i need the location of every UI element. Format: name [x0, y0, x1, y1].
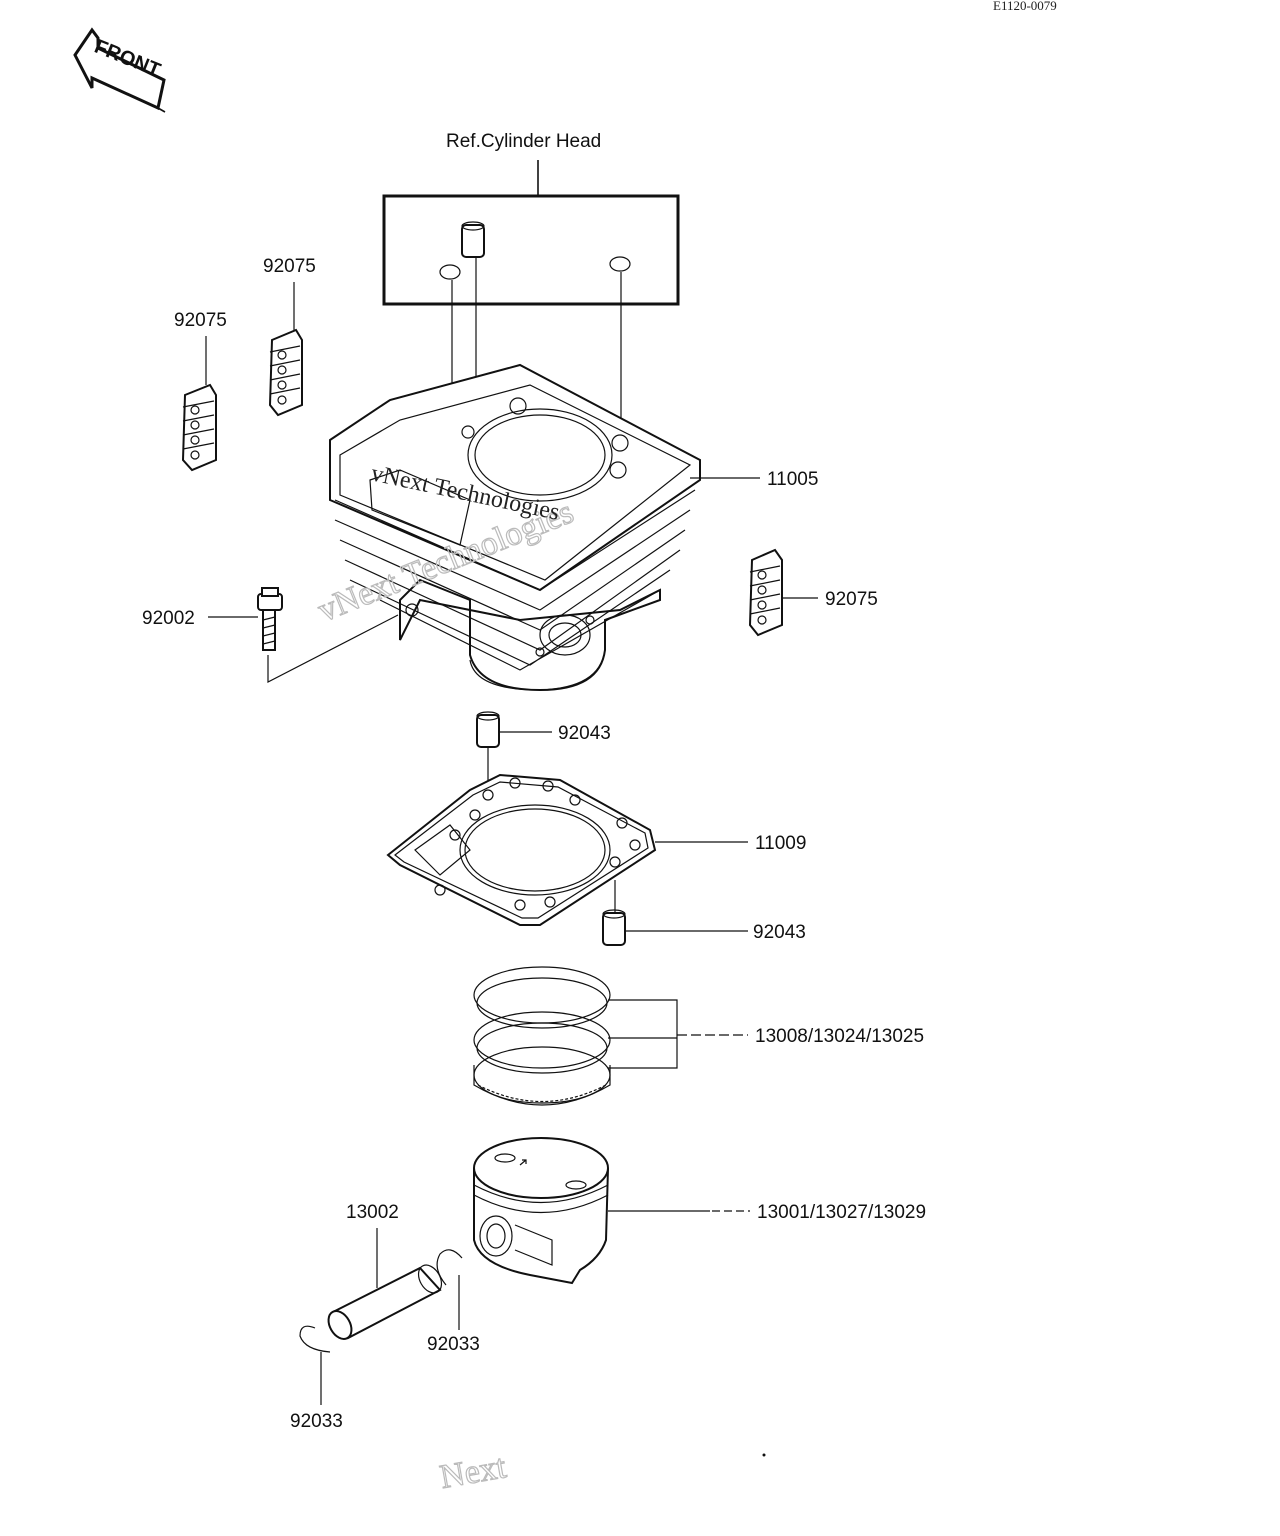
watermark-bottom: Next: [437, 1448, 509, 1496]
front-arrow-icon: FRONT: [73, 27, 166, 113]
speck: [762, 1453, 766, 1457]
label-circlip-left: 92033: [290, 1411, 343, 1432]
label-circlip-right: 92033: [427, 1334, 480, 1355]
label-damper-upper-left: 92075: [263, 256, 316, 277]
leader-ring-bracket: [608, 999, 678, 1069]
flange-bolt: [257, 587, 283, 651]
dowel-pin-upper: [476, 711, 500, 748]
label-piston: 13001/13027/13029: [757, 1202, 926, 1223]
head-dowel: [461, 221, 485, 258]
piston-ring-set: [473, 966, 611, 1106]
drawing-code: E1120-0079: [993, 0, 1057, 13]
cylinder-head-reference-box: [382, 194, 680, 306]
circlip-left: [299, 1325, 331, 1353]
damper-block-upper-left: [268, 328, 303, 417]
cylinder-block: [329, 363, 701, 692]
damper-block-left: [181, 383, 217, 472]
damper-block-right: [748, 548, 783, 637]
piston-pin: [327, 1264, 443, 1340]
piston: [473, 1137, 609, 1285]
head-o-ring-right: [609, 256, 631, 272]
label-dowel-upper: 92043: [558, 723, 611, 744]
dowel-pin-lower: [602, 909, 626, 946]
reference-label: Ref.Cylinder Head: [446, 131, 601, 152]
label-ring-set: 13008/13024/13025: [755, 1026, 924, 1047]
head-o-ring-left: [439, 264, 461, 280]
base-gasket: [386, 773, 657, 926]
label-piston-pin: 13002: [346, 1202, 399, 1223]
circlip-right: [436, 1249, 463, 1286]
label-cylinder: 11005: [767, 469, 818, 490]
label-gasket: 11009: [755, 833, 806, 854]
label-bolt: 92002: [142, 608, 195, 629]
label-damper-right: 92075: [825, 589, 878, 610]
label-damper-left: 92075: [174, 310, 227, 331]
bolt-guide-line: [267, 614, 399, 683]
label-dowel-lower: 92043: [753, 922, 806, 943]
